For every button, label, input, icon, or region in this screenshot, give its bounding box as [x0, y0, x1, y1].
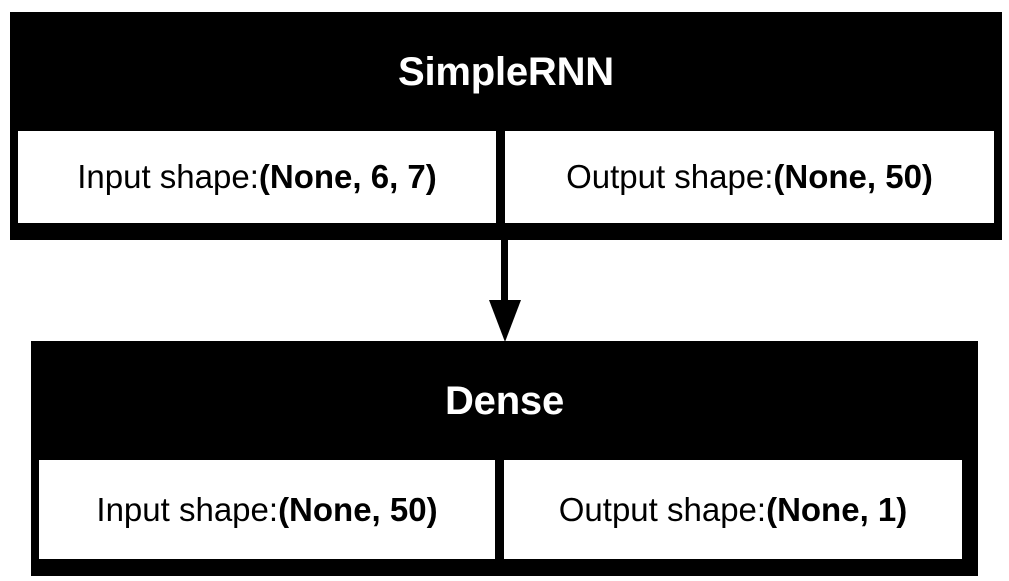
input-shape-label: Input shape: [77, 158, 259, 195]
arrow-head-icon [489, 300, 521, 342]
layer-node-dense[interactable]: Dense Input shape: (None, 50) Output sha… [31, 341, 978, 576]
arrow-shaft [501, 230, 508, 303]
arrow-simplernn-to-dense [489, 230, 521, 342]
input-shape-value: (None, 50) [278, 490, 438, 528]
layer-node-simplernn[interactable]: SimpleRNN Input shape: (None, 6, 7) Outp… [10, 12, 1002, 240]
input-shape-cell-dense: Input shape: (None, 50) [39, 460, 495, 559]
input-shape-label: Input shape: [96, 490, 279, 528]
input-shape-value: (None, 6, 7) [258, 158, 437, 195]
output-shape-label: Output shape: [558, 490, 767, 528]
output-shape-label: Output shape: [566, 158, 774, 195]
layer-title-simplernn: SimpleRNN [397, 49, 614, 94]
layer-title-dense: Dense [444, 378, 565, 423]
output-shape-cell-dense: Output shape: (None, 1) [504, 460, 962, 559]
input-shape-cell-simplernn: Input shape: (None, 6, 7) [18, 131, 496, 223]
output-shape-value: (None, 50) [773, 158, 933, 195]
layer-shapes-row-simplernn: Input shape: (None, 6, 7) Output shape: … [10, 131, 1002, 240]
output-shape-value: (None, 1) [766, 490, 908, 528]
layer-shapes-row-dense: Input shape: (None, 50) Output shape: (N… [31, 460, 978, 576]
output-shape-cell-simplernn: Output shape: (None, 50) [505, 131, 994, 223]
